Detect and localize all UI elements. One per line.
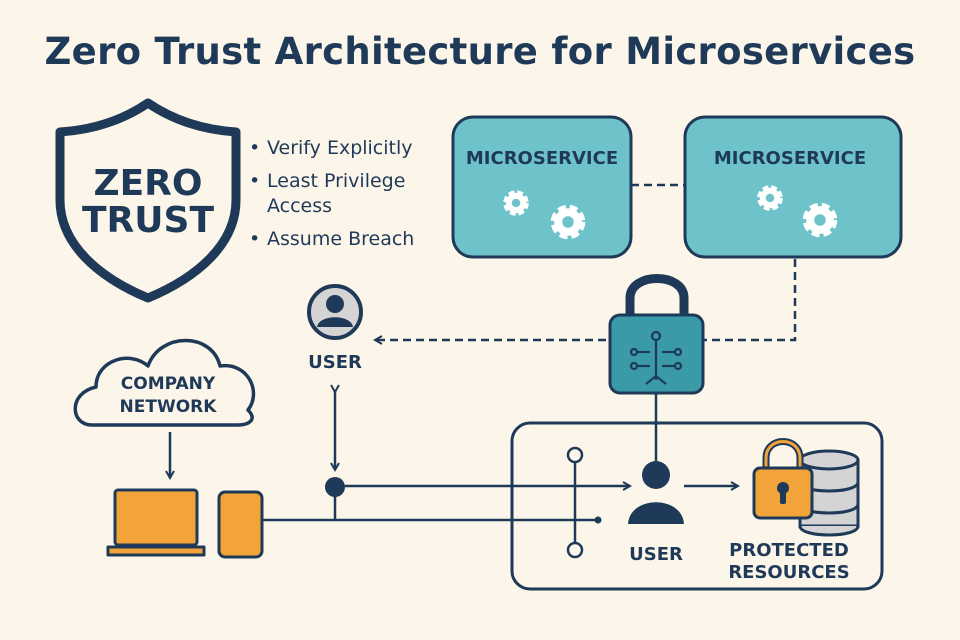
cloud-icon: COMPANY NETWORK <box>73 338 256 427</box>
user-label: USER <box>308 352 362 373</box>
user-icon <box>628 461 684 524</box>
shield-text-line1: ZERO <box>93 163 202 204</box>
resources-text-line1: PROTECTED <box>729 540 849 561</box>
node-icon <box>566 446 584 464</box>
service-to-lock-line <box>700 259 797 342</box>
padlock-icon <box>752 438 814 520</box>
laptop-icon <box>106 488 206 557</box>
shield-icon: ZERO TRUST <box>55 98 241 303</box>
cloud-text-line2: NETWORK <box>120 397 218 417</box>
microservice-label: MICROSERVICE <box>466 148 618 169</box>
shield-text-line2: TRUST <box>82 200 214 241</box>
microservice-label: MICROSERVICE <box>714 148 866 169</box>
principle-item: Least Privilege Access <box>247 169 437 219</box>
protected-zone <box>510 421 884 591</box>
padlock-circuit-icon <box>608 274 705 395</box>
microservice-box: MICROSERVICE <box>451 115 633 259</box>
principles-list: Verify Explicitly Least Privilege Access… <box>247 136 437 260</box>
page-title: Zero Trust Architecture for Microservice… <box>44 30 916 73</box>
microservice-box: MICROSERVICE <box>683 115 903 259</box>
cloud-text-line1: COMPANY <box>121 374 216 394</box>
phone-icon <box>217 490 264 559</box>
principle-item: Verify Explicitly <box>247 136 437 161</box>
principle-item: Assume Breach <box>247 227 437 252</box>
junction-node <box>325 477 345 497</box>
user-label: USER <box>629 544 683 565</box>
user-icon <box>307 284 363 340</box>
resources-text-line2: RESOURCES <box>728 562 849 583</box>
node-icon <box>566 541 584 559</box>
